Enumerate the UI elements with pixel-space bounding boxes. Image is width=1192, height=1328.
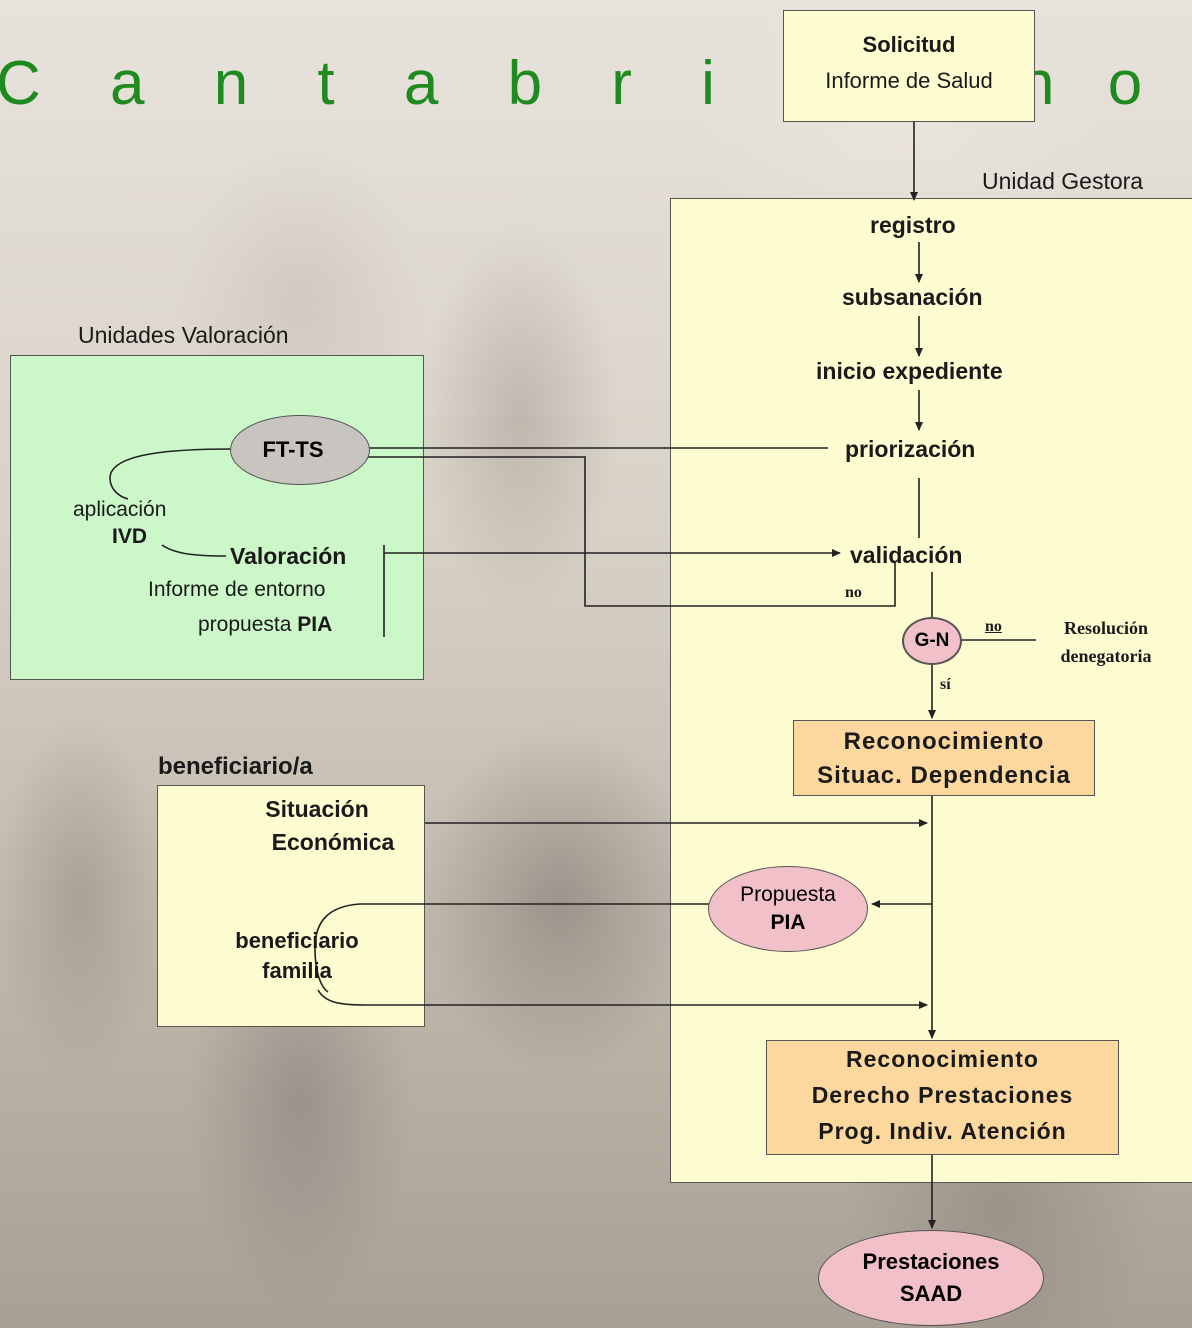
reconocimiento-situac-line1: Reconocimiento: [843, 728, 1045, 755]
solicitud-title: Solicitud: [862, 32, 956, 57]
validacion-no-label: no: [845, 584, 862, 601]
prestaciones-saad-node: Prestaciones SAAD: [818, 1230, 1044, 1326]
situacion-line1: Situación: [265, 796, 369, 822]
ft-ts-node: FT-TS: [230, 415, 370, 485]
unidades-valoracion-panel: [10, 355, 424, 680]
familia-line2: familia: [262, 958, 332, 983]
page-title-tail: n o: [1020, 49, 1161, 118]
gn-label: G-N: [914, 630, 950, 651]
page-title: C a n t a b r i a: [0, 49, 845, 118]
reconocimiento-situacion-box: [793, 720, 1095, 796]
unidades-valoracion-heading: Unidades Valoración: [78, 322, 289, 348]
step-subsanacion: subsanación: [842, 284, 983, 310]
aplicacion-label: aplicación: [73, 498, 167, 521]
step-registro: registro: [870, 212, 956, 238]
gn-no-label: no: [985, 618, 1002, 635]
unidad-gestora-heading: Unidad Gestora: [982, 168, 1144, 194]
reconocimiento-derecho-line3: Prog. Indiv. Atención: [818, 1118, 1067, 1144]
solicitud-subtitle: Informe de Salud: [825, 68, 993, 93]
ivd-label: IVD: [112, 525, 148, 548]
beneficiario-heading: beneficiario/a: [158, 753, 313, 780]
reconocimiento-derecho-line2: Derecho Prestaciones: [811, 1082, 1074, 1108]
reconocimiento-situac-line2: Situac. Dependencia: [817, 762, 1071, 789]
propuesta-pia-line1: Propuesta: [740, 883, 836, 906]
propuesta-pia-bold: PIA: [297, 613, 333, 636]
unidad-gestora-panel: [670, 198, 1192, 1183]
prestaciones-line1: Prestaciones: [862, 1249, 1000, 1274]
step-validacion: validación: [850, 542, 963, 568]
valoracion-label: Valoración: [230, 543, 347, 569]
prestaciones-line2: SAAD: [899, 1281, 963, 1306]
ft-ts-label: FT-TS: [262, 437, 324, 462]
familia-line1: beneficiario: [235, 928, 359, 953]
gn-decision-node: G-N: [902, 617, 962, 665]
gn-si-label: sí: [940, 676, 951, 693]
reconocimiento-derecho-line1: Reconocimiento: [846, 1046, 1039, 1072]
solicitud-box: [783, 10, 1035, 122]
propuesta-prefix: propuesta: [198, 613, 298, 636]
situacion-line2: Económica: [271, 829, 395, 855]
reconocimiento-derecho-box: [766, 1040, 1119, 1155]
propuesta-pia-line2: PIA: [770, 911, 806, 934]
resolucion-line2: denegatoria: [1060, 646, 1152, 666]
step-priorizacion: priorización: [845, 436, 976, 462]
resolucion-line1: Resolución: [1063, 618, 1148, 638]
propuesta-pia-node: Propuesta PIA: [708, 866, 868, 952]
informe-entorno-label: Informe de entorno: [148, 578, 326, 601]
beneficiario-panel: [157, 785, 425, 1027]
step-inicio-expediente: inicio expediente: [816, 358, 1003, 384]
propuesta-pia-text: propuesta PIA: [198, 613, 332, 637]
